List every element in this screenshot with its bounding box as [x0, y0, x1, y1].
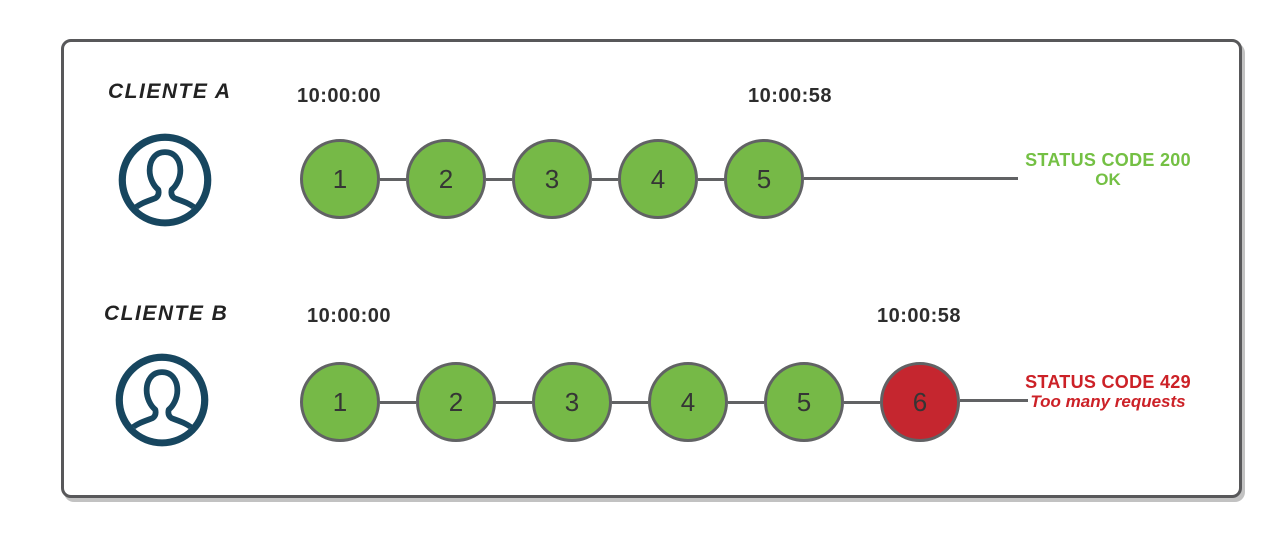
status-message-text: Too many requests — [1030, 392, 1186, 411]
request-circle-4: 4 — [648, 362, 728, 442]
end-timestamp: 10:00:58 — [876, 305, 962, 327]
connector-line — [728, 400, 764, 404]
timeline-line — [960, 399, 1028, 402]
status-code-text: STATUS CODE 429 — [1025, 372, 1191, 392]
request-circle-1: 1 — [300, 362, 380, 442]
connector-line — [698, 177, 724, 181]
status-message-text: OK — [1095, 170, 1121, 189]
diagram-frame — [61, 39, 1242, 498]
user-avatar-icon — [115, 353, 209, 447]
end-timestamp: 10:00:58 — [747, 85, 833, 107]
request-circle-2: 2 — [406, 139, 486, 219]
start-timestamp: 10:00:00 — [306, 305, 392, 327]
request-circle-4: 4 — [618, 139, 698, 219]
request-circle-3: 3 — [532, 362, 612, 442]
connector-line — [380, 400, 416, 404]
connector-line — [592, 177, 618, 181]
user-avatar-icon — [118, 133, 212, 227]
connector-line — [380, 177, 406, 181]
request-circle-2: 2 — [416, 362, 496, 442]
client-a-label: CLIENTE A — [108, 80, 232, 103]
connector-line — [844, 400, 880, 404]
request-circle-1: 1 — [300, 139, 380, 219]
connector-line — [612, 400, 648, 404]
start-timestamp: 10:00:00 — [296, 85, 382, 107]
status-block: STATUS CODE 200 OK — [1018, 150, 1198, 190]
request-circle-6: 6 — [880, 362, 960, 442]
connector-line — [486, 177, 512, 181]
request-circle-5: 5 — [724, 139, 804, 219]
request-circle-5: 5 — [764, 362, 844, 442]
client-b-label: CLIENTE B — [104, 302, 229, 325]
request-circle-3: 3 — [512, 139, 592, 219]
timeline-line — [804, 177, 1018, 180]
status-block: STATUS CODE 429 Too many requests — [1018, 372, 1198, 412]
status-code-text: STATUS CODE 200 — [1025, 150, 1191, 170]
connector-line — [496, 400, 532, 404]
